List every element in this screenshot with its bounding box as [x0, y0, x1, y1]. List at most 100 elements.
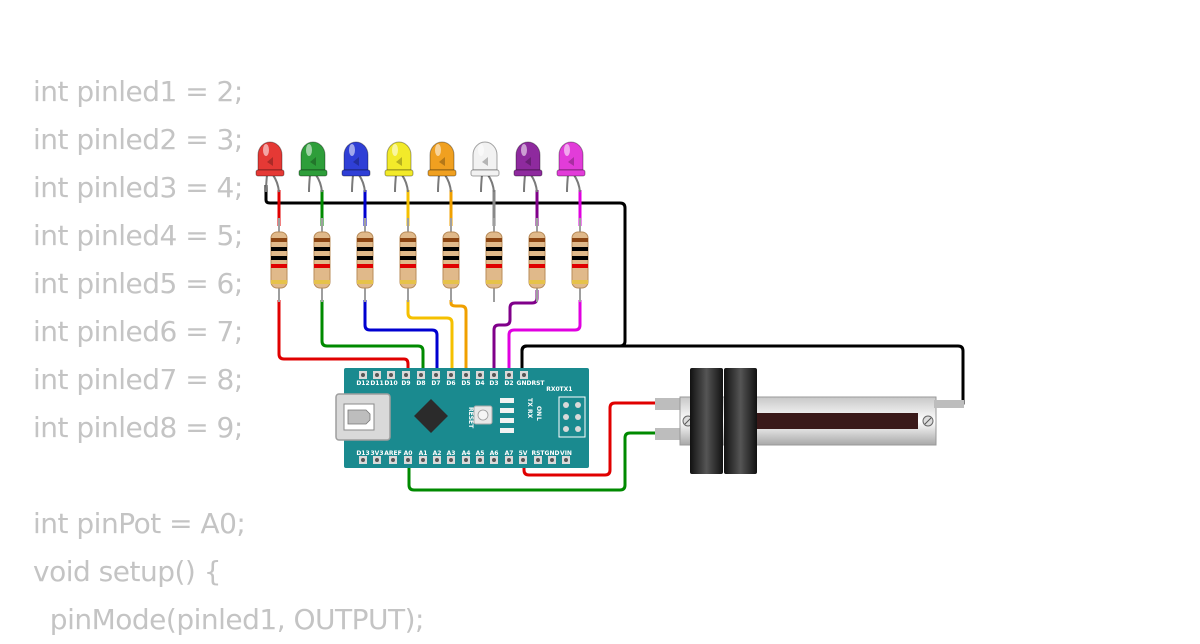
pin-top-d7: D7: [431, 371, 441, 387]
icsp-header: [558, 396, 586, 438]
code-line: int pinled8 = 9;: [33, 411, 243, 444]
pin-bottom-a5: A5: [476, 450, 485, 464]
pin-label: RST: [531, 450, 545, 457]
mcu-chip: [414, 399, 448, 433]
pin-top-d10: D10: [384, 371, 398, 387]
pin-bottom-5v: 5V: [519, 450, 528, 464]
code-line: int pinled7 = 8;: [33, 363, 243, 396]
code-line: int pinled6 = 7;: [33, 315, 243, 348]
pin-top-d5: D5: [461, 371, 471, 387]
pin-top-d8: D8: [416, 371, 426, 387]
led-5: [427, 141, 457, 193]
wire-led1: [277, 300, 410, 374]
pin-label: A2: [433, 450, 442, 457]
pin-label: VIN: [560, 450, 572, 457]
pin-bottom-a2: A2: [433, 450, 442, 464]
pin-label: D9: [401, 380, 410, 387]
led-3: [341, 141, 371, 193]
pin-top-d11: D11: [370, 371, 384, 387]
pin-label: D3: [489, 380, 498, 387]
side-label: L: [535, 417, 542, 421]
pin-label: D6: [446, 380, 455, 387]
pin-bottom-a0: A0: [404, 450, 412, 464]
resistor-7: [528, 218, 546, 302]
pin-label: 3V3: [371, 450, 384, 457]
pin-bottom-3v3: 3V3: [371, 450, 384, 464]
pin-label: 5V: [519, 450, 528, 457]
pin-top-gnd: GND: [517, 371, 532, 387]
led-8: [556, 141, 586, 193]
board-pcb: [344, 368, 589, 468]
side-label: RX: [526, 409, 533, 419]
pin-bottom-gnd: GND: [545, 450, 560, 464]
code-listing: int pinled1 = 2;int pinled2 = 3;int pinl…: [33, 68, 424, 644]
led-row: [255, 141, 586, 193]
led-7: [513, 141, 543, 193]
pin-top-d3: D3: [489, 371, 499, 387]
pin-bottom-vin: VIN: [560, 450, 572, 464]
pin-bottom-a1: A1: [419, 450, 428, 464]
pin-label: GND: [517, 380, 532, 387]
pin-bottom-a7: A7: [505, 450, 513, 464]
resistor-6: [485, 218, 503, 302]
wire-led5: [449, 300, 468, 374]
led-4: [384, 141, 414, 193]
pin-bottom-a3: A3: [447, 450, 456, 464]
resistor-8: [571, 218, 589, 302]
pin-label: D4: [475, 380, 484, 387]
pin-top-rx0: RX0: [546, 386, 559, 393]
wire-led8: [507, 300, 582, 374]
wire-5v-pot: [522, 401, 656, 477]
slide-potentiometer: [655, 368, 964, 474]
gnd-pot-wire: [520, 344, 965, 405]
pin-label: D13: [356, 450, 369, 457]
reset-label: RESET: [467, 407, 474, 429]
pin-label: D5: [461, 380, 470, 387]
resistor-row: [270, 218, 589, 302]
pin-top-rst: RST: [531, 380, 545, 387]
wire-led7: [492, 290, 539, 374]
resistor-1: [270, 218, 288, 302]
code-line: int pinled4 = 5;: [33, 219, 243, 252]
pin-bottom-a6: A6: [490, 450, 499, 464]
pot-knob: [690, 368, 723, 474]
wire-led2: [320, 300, 425, 374]
pin-label: D2: [504, 380, 513, 387]
pot-track: [755, 413, 918, 429]
side-label: TX: [526, 398, 533, 407]
pin-top-tx1: TX1: [560, 386, 573, 393]
pin-top-d2: D2: [504, 371, 514, 387]
pin-label: D11: [370, 380, 383, 387]
resistor-3: [356, 218, 374, 302]
pin-top-d6: D6: [446, 371, 456, 387]
code-line: int pinled3 = 4;: [33, 171, 243, 204]
resistor-5: [442, 218, 460, 302]
resistor-2: [313, 218, 331, 302]
pin-bottom-rst: RST: [531, 450, 545, 464]
pin-bottom-d13: D13: [356, 450, 370, 464]
pin-top-d4: D4: [475, 371, 485, 387]
led-1: [255, 141, 285, 193]
code-line: int pinPot = A0;: [33, 507, 246, 540]
pin-label: A1: [419, 450, 428, 457]
pin-label: RST: [531, 380, 545, 387]
pin-label: RX0: [546, 386, 559, 393]
pin-label: D10: [384, 380, 397, 387]
pin-top-d9: D9: [401, 371, 411, 387]
pin-label: TX1: [560, 386, 573, 393]
wire-led3: [363, 300, 439, 374]
wire-led4: [406, 300, 454, 374]
pin-label: A6: [490, 450, 499, 457]
wire-a0-pot: [407, 431, 656, 492]
pin-label: A3: [447, 450, 456, 457]
pin-label: A4: [462, 450, 471, 457]
pin-label: A5: [476, 450, 485, 457]
pin-label: GND: [545, 450, 560, 457]
pin-label: D8: [416, 380, 425, 387]
resistor-4: [399, 218, 417, 302]
code-line: int pinled5 = 6;: [33, 267, 243, 300]
pin-label: D7: [431, 380, 440, 387]
pin-label: D12: [356, 380, 369, 387]
pin-bottom-a4: A4: [462, 450, 471, 464]
